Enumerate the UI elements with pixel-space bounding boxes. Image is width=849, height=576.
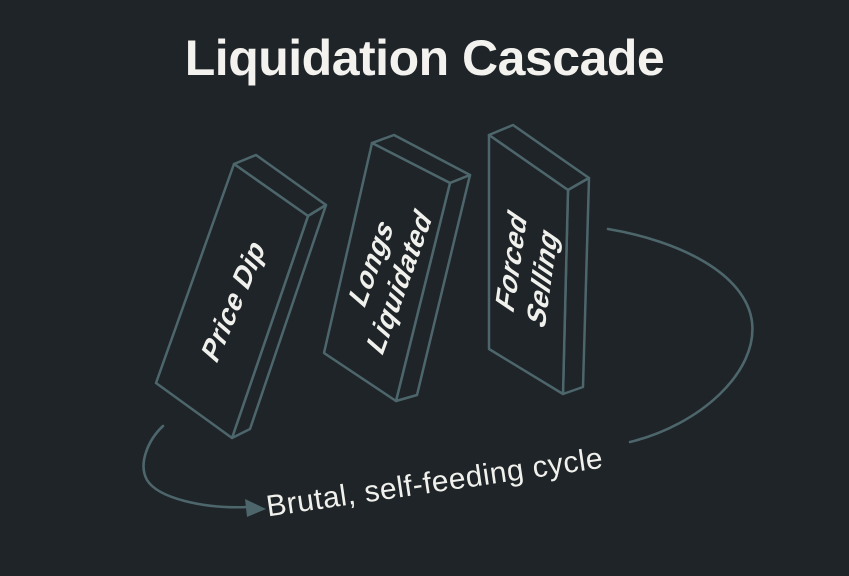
cycle-caption: Brutal, self-feeding cycle	[264, 442, 605, 524]
domino-forced-selling: Forced Selling	[487, 123, 591, 396]
cycle-arrowhead-icon	[245, 499, 266, 517]
cycle-arrow-shaft	[142, 424, 250, 509]
domino-front-face	[487, 133, 570, 396]
domino-front-face	[322, 141, 452, 403]
domino-front-face	[154, 162, 310, 440]
page-title: Liquidation Cascade	[184, 30, 665, 86]
cycle-arc	[606, 227, 754, 444]
domino-longs-liquidated: Longs Liquidated	[322, 133, 472, 403]
domino-price-dip: Price Dip	[154, 153, 328, 440]
